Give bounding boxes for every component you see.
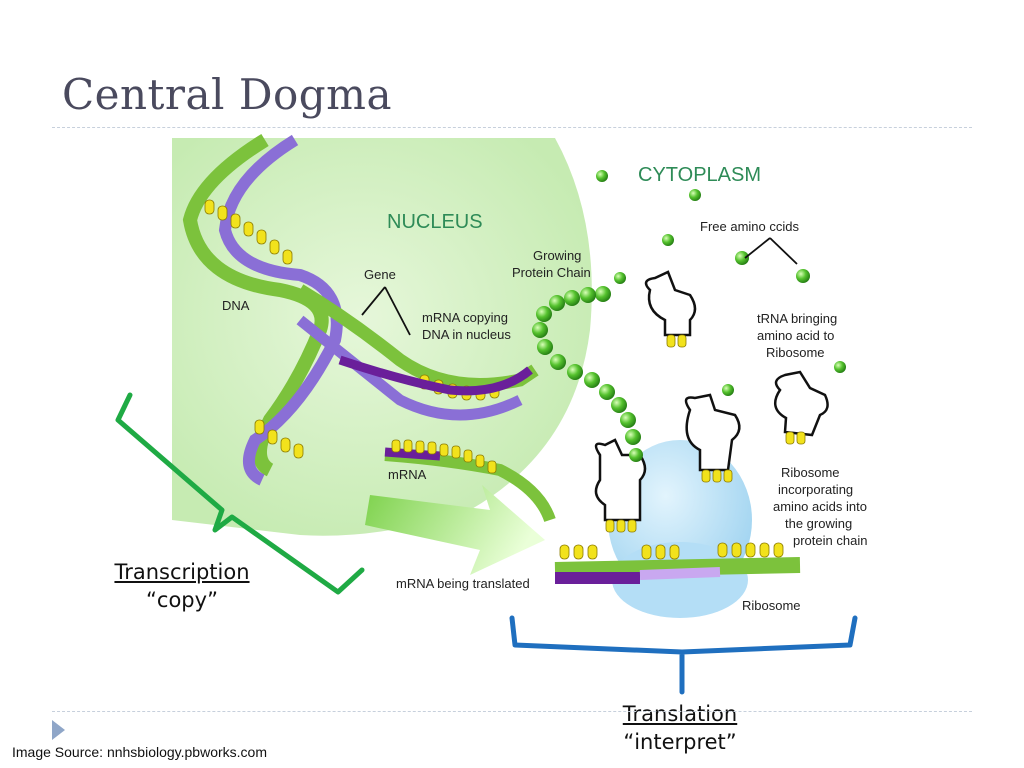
mrna-copying-label-2: DNA in nucleus — [422, 327, 511, 342]
mrna-strand — [384, 439, 556, 523]
ribosome-incorporating-2: incorporating — [778, 482, 853, 497]
transcription-bracket — [115, 392, 365, 595]
transcription-subtitle: “copy” — [146, 588, 218, 612]
ribosome-label: Ribosome — [742, 598, 801, 613]
growing-protein-chain — [532, 272, 643, 462]
translation-bracket — [509, 615, 858, 695]
growing-chain-label-1: Growing — [533, 248, 581, 263]
translation-caption: Translation “interpret” — [590, 700, 770, 756]
mrna-label: mRNA — [388, 467, 427, 482]
free-amino-acids-label: Free amino ccids — [700, 219, 799, 234]
translation-subtitle: “interpret” — [623, 730, 737, 754]
mrna-copying-label-1: mRNA copying — [422, 310, 508, 325]
trna-label-1: tRNA bringing — [757, 311, 837, 326]
gene-label: Gene — [364, 267, 396, 282]
image-source-credit: Image Source: nnhsbiology.pbworks.com — [12, 744, 267, 760]
trna-label-2: amino acid to — [757, 328, 834, 343]
ribosome-incorporating-5: protein chain — [793, 533, 867, 548]
export-arrow — [365, 485, 545, 575]
translation-title: Translation — [622, 702, 738, 726]
bottom-divider — [52, 711, 972, 712]
ribosome-incorporating-4: the growing — [785, 516, 852, 531]
transcription-caption: Transcription “copy” — [92, 558, 272, 614]
transcription-title: Transcription — [114, 560, 250, 584]
dna-label: DNA — [222, 298, 250, 313]
mrna-translated-strand — [554, 542, 801, 584]
slide-title: Central Dogma — [62, 70, 393, 119]
mrna-copying-strand — [338, 355, 533, 396]
slide-bullet-arrow-icon — [52, 720, 65, 740]
top-divider — [52, 127, 972, 128]
cytoplasm-label: CYTOPLASM — [638, 164, 761, 186]
ribosome-incorporating-1: Ribosome — [781, 465, 840, 480]
free-amino-acids — [596, 170, 846, 396]
mrna-translated-label: mRNA being translated — [396, 576, 530, 591]
dna-double-helix — [182, 134, 539, 486]
leader-lines — [361, 237, 798, 336]
growing-chain-label-2: Protein Chain — [512, 265, 591, 280]
ribosome-incorporating-3: amino acids into — [773, 499, 867, 514]
trna-label-3: Ribosome — [766, 345, 825, 360]
nucleus-label: NUCLEUS — [387, 211, 483, 233]
